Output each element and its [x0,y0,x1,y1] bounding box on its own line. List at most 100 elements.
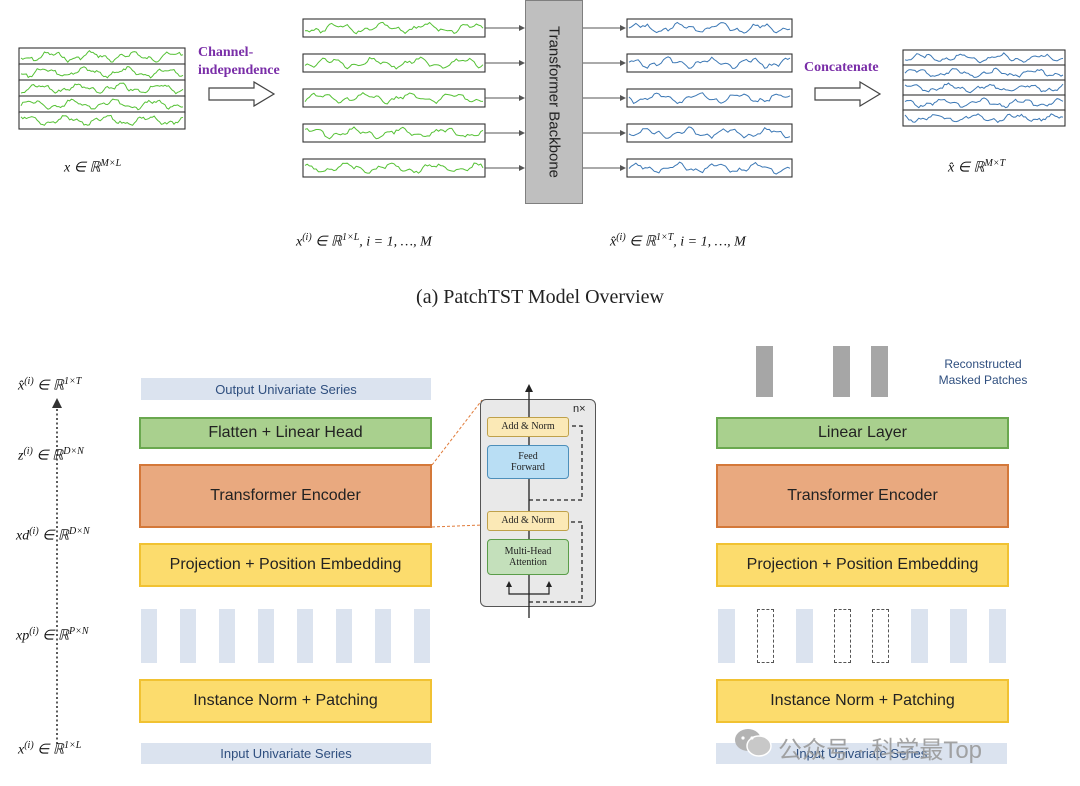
dataflow-arrow [52,398,62,744]
channel-box [626,123,793,143]
arrow-head-icon [620,95,626,101]
concatenate-label: Concatenate [804,60,879,75]
input-waveform [304,162,484,174]
output-waveform [904,113,1064,124]
input-waveform [20,82,184,95]
input-waveform [20,98,184,111]
channel-box [626,53,793,73]
feed-forward: Feed Forward [487,445,569,479]
repeat-label: n× [573,403,586,415]
arrow-head-icon [620,165,626,171]
input-waveform [304,56,484,70]
channel-box [626,88,793,108]
notation-xp: xp(i) ∈ ℝP×N [16,626,89,644]
x-hat-channel-notation: x̂(i) ∈ ℝ1×T, i = 1, …, M [610,232,746,250]
patch [219,609,235,663]
x-hat-output-notation: x̂ ∈ ℝM×T [948,158,1006,176]
channel-row-box [18,95,186,114]
arrow-head-icon [519,95,525,101]
masked-patch [757,609,774,663]
zoom-lines [431,399,483,528]
arrow-head-icon [620,25,626,31]
right-arrow-icon [814,81,882,107]
patch [141,609,157,663]
channel-row-box [18,111,186,130]
x-input-notation: x ∈ ℝM×L [64,158,122,176]
channel-row-box [18,63,186,82]
channel-box [302,53,486,73]
patch [297,609,313,663]
patch [180,609,196,663]
output-waveform [628,56,791,69]
input-waveform [304,92,484,105]
channel-row-box [18,79,186,98]
masked-patch [872,609,889,663]
output-waveform [628,92,791,105]
arrow-head-icon [519,60,525,66]
reconstructed-patch [833,346,850,397]
reconstructed-patch [756,346,773,397]
patch [336,609,352,663]
patch [718,609,735,663]
input-univariate-series: Input Univariate Series [141,743,431,764]
patch [950,609,967,663]
channel-box [626,158,793,178]
output-univariate-series: Output Univariate Series [141,378,431,400]
arrow-head-icon [519,130,525,136]
multi-head-attention: Multi-Head Attention [487,539,569,575]
right-arrow-icon [208,81,276,107]
patch [414,609,430,663]
linear-layer: Linear Layer [716,417,1009,449]
figure-caption: (a) PatchTST Model Overview [416,286,664,308]
output-waveform [628,161,791,175]
notation-z: z(i) ∈ ℝD×N [18,446,84,464]
input-waveform [20,66,184,79]
input-waveform [20,50,184,64]
output-multichannel-series [902,49,1066,127]
add-norm-top: Add & Norm [487,417,569,437]
add-norm-bottom: Add & Norm [487,511,569,531]
patch [911,609,928,663]
flatten-linear-head: Flatten + Linear Head [139,417,432,449]
patch [796,609,813,663]
wechat-icon [735,729,772,757]
transformer-encoder: Transformer Encoder [716,464,1009,528]
projection-position-embedding: Projection + Position Embedding [716,543,1009,587]
input-waveform [304,126,484,140]
encoder-detail-connectors [506,384,583,618]
channel-input-series [302,18,525,178]
instance-norm-patching: Instance Norm + Patching [139,679,432,723]
arrow-head-icon [620,60,626,66]
watermark: 公众号 · 科学最Top [778,737,983,764]
input-univariate-series: Input Univariate Series [716,743,1007,764]
notation-xhat: x̂(i) ∈ ℝ1×T [18,376,82,394]
channel-row-box [902,49,1066,67]
output-waveform [904,52,1064,64]
instance-norm-patching: Instance Norm + Patching [716,679,1009,723]
x-channel-notation: x(i) ∈ ℝ1×L, i = 1, …, M [296,232,432,250]
transformer-encoder: Transformer Encoder [139,464,432,528]
channel-box [302,88,486,108]
arrow-head-icon [620,130,626,136]
input-multichannel-series [18,47,186,130]
notation-x: x(i) ∈ ℝ1×L [18,740,82,758]
output-waveform [628,21,791,34]
reconstructed-patch [871,346,888,397]
output-waveform [628,126,791,139]
projection-position-embedding: Projection + Position Embedding [139,543,432,587]
channel-row-box [902,109,1066,127]
channel-output-series [583,18,793,178]
arrow-head-icon [519,25,525,31]
input-waveform [20,114,184,126]
reconstructed-label: Reconstructed Masked Patches [938,357,1028,387]
transformer-backbone-label: Transformer Backbone [545,25,563,179]
channel-box [302,158,486,178]
input-waveform [304,21,484,35]
arrow-head-icon [519,165,525,171]
notation-xd: xd(i) ∈ ℝD×N [16,526,90,544]
patch [989,609,1006,663]
transformer-backbone-block: Transformer Backbone [525,0,583,204]
masked-patch [834,609,851,663]
channel-independence-label: Channel- independence [198,45,280,78]
patch [258,609,274,663]
